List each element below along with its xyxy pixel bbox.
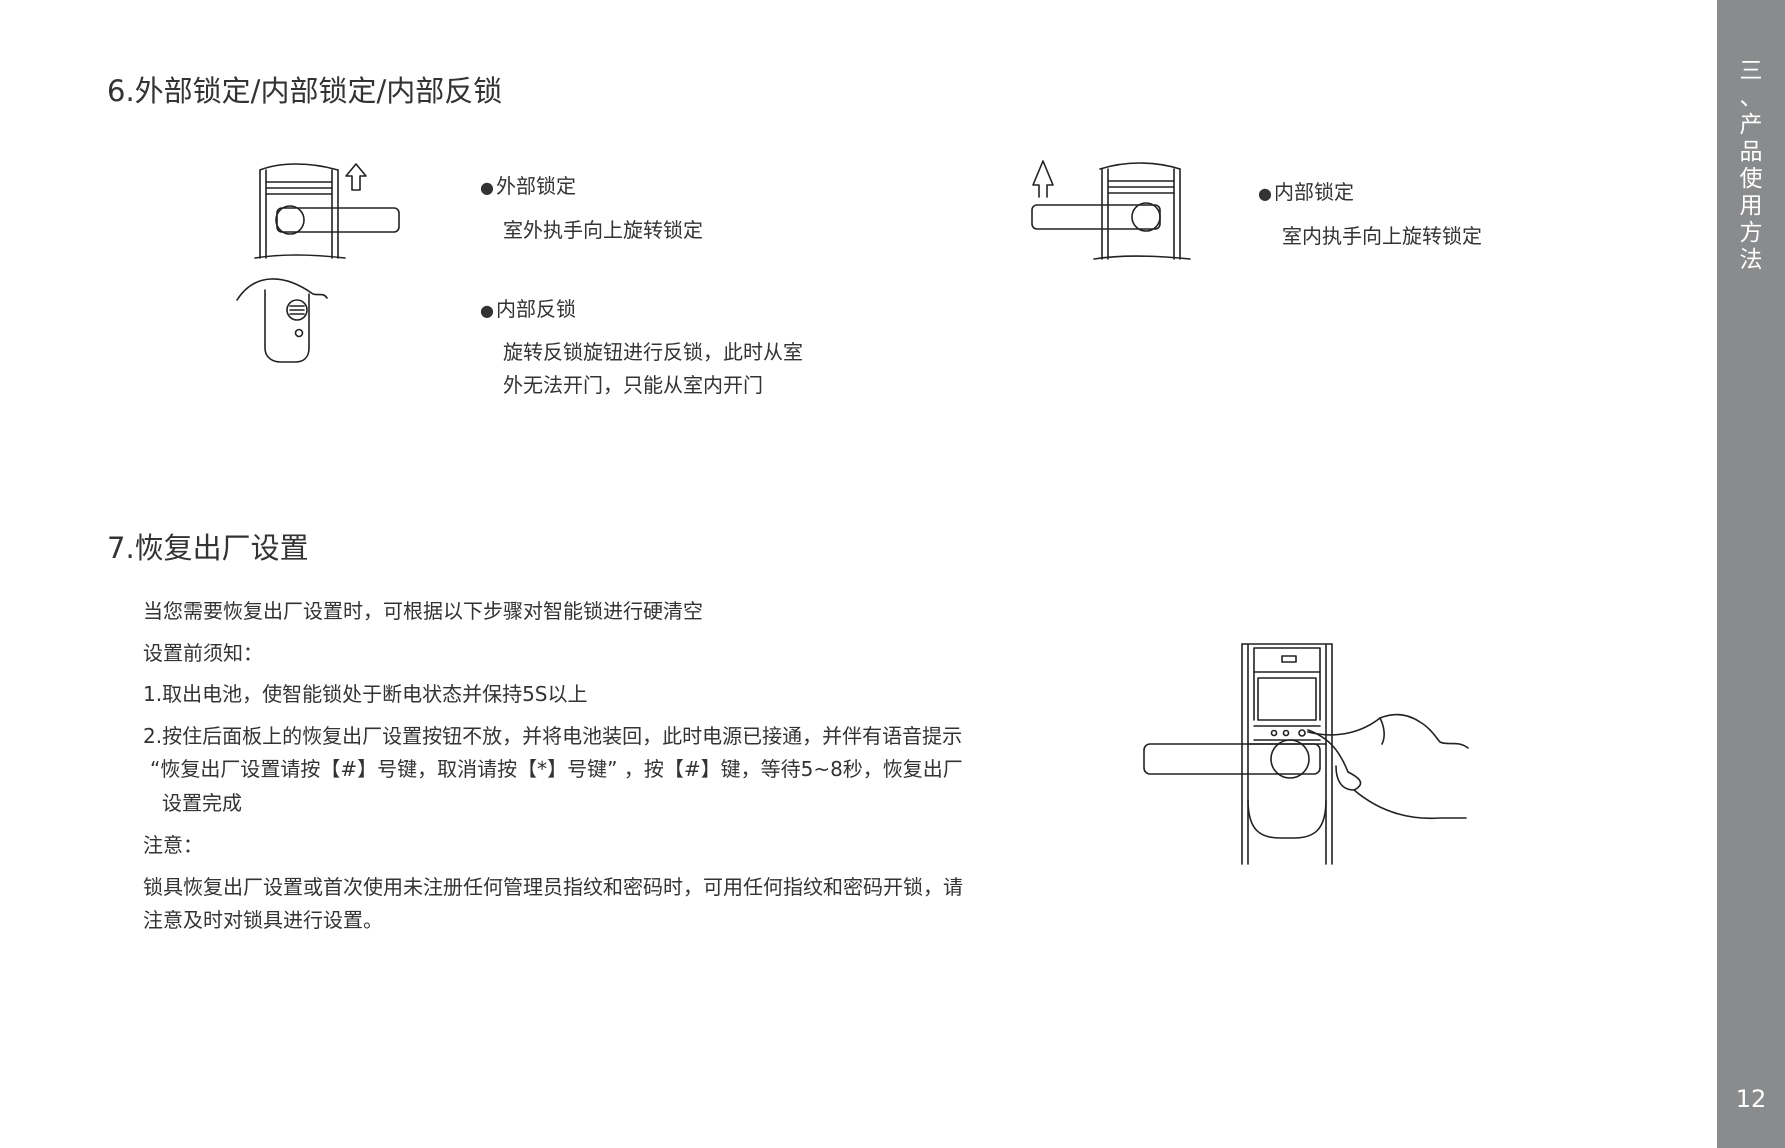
factory-reset-hand-icon xyxy=(1143,643,1469,865)
external-lock-title: ●外部锁定 xyxy=(480,174,576,198)
chapter-char: 产 xyxy=(1739,112,1763,138)
external-lock-desc: 室外执手向上旋转锁定 xyxy=(503,218,703,242)
deadlock-knob-icon xyxy=(236,278,328,363)
page-number: 12 xyxy=(1735,1085,1767,1113)
chapter-char: 品 xyxy=(1739,139,1763,165)
internal-deadlock-desc: 旋转反锁旋钮进行反锁，此时从室 外无法开门，只能从室内开门 xyxy=(503,336,803,402)
note-line-2: 注意及时对锁具进行设置。 xyxy=(143,908,383,932)
note-line-1: 锁具恢复出厂设置或首次使用未注册任何管理员指纹和密码时，可用任何指纹和密码开锁，… xyxy=(143,875,963,899)
chapter-char: 方 xyxy=(1739,220,1763,246)
internal-lock-handle-icon xyxy=(1031,160,1191,260)
internal-deadlock-title: ●内部反锁 xyxy=(480,297,576,321)
note-label: 注意： xyxy=(143,833,203,857)
bullet-icon: ● xyxy=(1258,184,1272,203)
external-lock-handle-icon xyxy=(254,163,400,259)
reset-step-1: 1.取出电池，使智能锁处于断电状态并保持5S以上 xyxy=(143,682,588,706)
reset-intro: 当您需要恢复出厂设置时，可根据以下步骤对智能锁进行硬清空 xyxy=(143,599,703,623)
before-label: 设置前须知： xyxy=(143,641,263,665)
chapter-char: 使 xyxy=(1739,166,1763,192)
deadlock-desc-line: 外无法开门，只能从室内开门 xyxy=(503,373,763,397)
chapter-char: 、 xyxy=(1739,85,1763,111)
deadlock-desc-line: 旋转反锁旋钮进行反锁，此时从室 xyxy=(503,340,803,364)
reset-step-2-line-3: 设置完成 xyxy=(162,791,242,815)
reset-step-2-line-1: 2.按住后面板上的恢复出厂设置按钮不放，并将电池装回，此时电源已接通，并伴有语音… xyxy=(143,724,963,748)
chapter-char: 法 xyxy=(1739,247,1763,273)
chapter-char: 三 xyxy=(1739,58,1763,84)
chapter-char: 用 xyxy=(1739,193,1763,219)
bullet-icon: ● xyxy=(480,301,494,320)
chapter-sidebar: 三 、 产 品 使 用 方 法 12 xyxy=(1717,0,1785,1148)
chapter-title: 三 、 产 品 使 用 方 法 xyxy=(1717,58,1785,274)
section-6-heading: 6.外部锁定/内部锁定/内部反锁 xyxy=(107,74,503,108)
section-7-heading: 7.恢复出厂设置 xyxy=(107,531,309,565)
reset-step-2-line-2: “恢复出厂设置请按【#】号键，取消请按【*】号键” ，按【#】键，等待5~8秒，… xyxy=(150,757,963,781)
internal-lock-title: ●内部锁定 xyxy=(1258,180,1354,204)
internal-lock-desc: 室内执手向上旋转锁定 xyxy=(1282,224,1482,248)
bullet-icon: ● xyxy=(480,178,494,197)
